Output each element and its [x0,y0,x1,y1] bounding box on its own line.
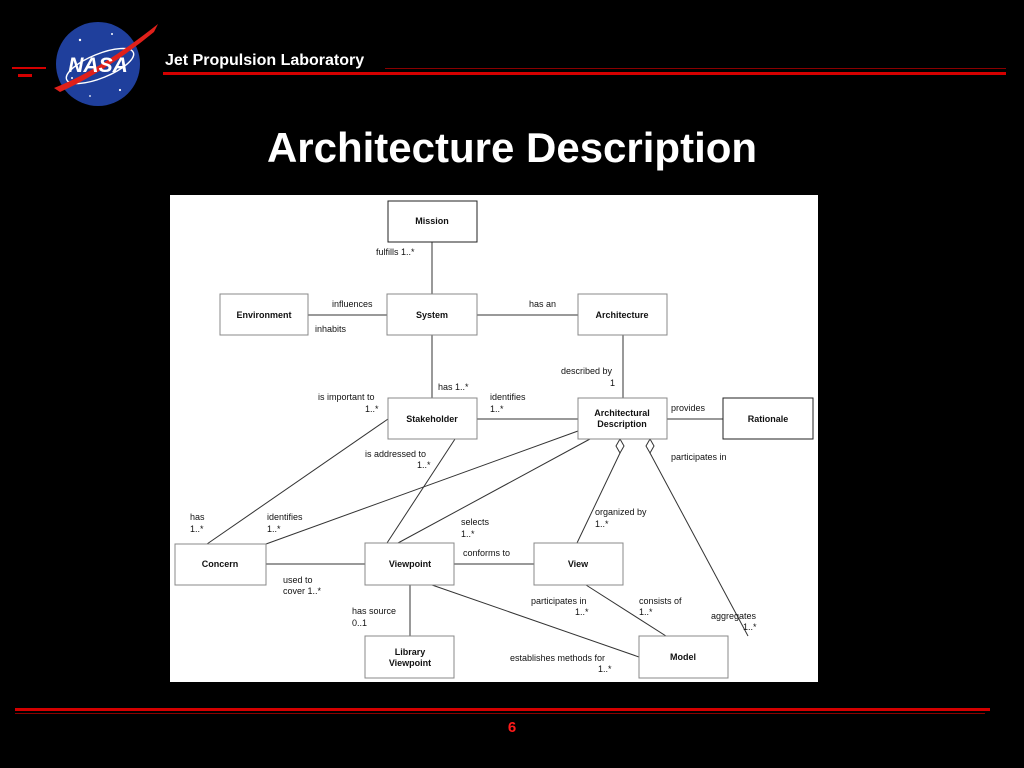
edge-ad-model [649,452,749,637]
label-identifies-concern-line2: 1..* [267,524,281,534]
label-selects-line2: 1..* [461,529,475,539]
node-architectural-description-line2: Description [597,419,647,429]
node-system: System [416,310,448,320]
node-model: Model [670,652,696,662]
label-organized-by-line2: 1..* [595,519,609,529]
edge-ad-concern [265,430,579,545]
node-architecture-box [577,293,668,336]
label-participates-in-ad: participates in [671,452,727,462]
node-mission-box [387,200,478,243]
node-concern-box [174,543,267,586]
label-aggregates-line1: aggregates [711,611,757,621]
label-identifies-stakeholder-line2: 1..* [490,404,504,414]
node-model-box [638,635,729,679]
label-participates-in-view-line2: 1..* [575,607,589,617]
architecture-diagram: Mission Environment System Architecture … [170,195,818,682]
label-used-to-cover-line1: used to [283,575,313,585]
label-has-stakeholder: has 1..* [438,382,469,392]
node-stakeholder-box [387,397,478,440]
node-ad-box [577,397,668,440]
label-consists-of-line1: consists of [639,596,682,606]
organization-label: Jet Propulsion Laboratory [165,52,365,69]
label-aggregates-line2: 1..* [743,622,757,632]
label-has-concern-line1: has [190,512,205,522]
node-architectural-description-line1: Architectural [594,408,650,418]
label-establishes-methods-line2: 1..* [598,664,612,674]
edge-stakeholder-concern [206,418,389,545]
label-has-source-line2: 0..1 [352,618,367,628]
label-is-addressed-to-line1: is addressed to [365,449,426,459]
label-described-by-line1: described by [561,366,613,376]
label-participates-in-view-line1: participates in [531,596,587,606]
node-viewpoint-box [364,542,455,586]
aggregation-diamond-model [645,437,655,455]
node-mission: Mission [415,216,449,226]
header-rule-thin [385,68,1006,69]
node-view: View [568,559,589,569]
slide-title: Architecture Description [266,124,758,171]
node-architecture: Architecture [595,310,648,320]
page-number: 6 [507,719,517,736]
node-library-viewpoint-line1: Library [395,647,426,657]
nasa-logo: NASA [54,22,158,106]
label-fulfills: fulfills 1..* [376,247,415,257]
node-environment: Environment [236,310,291,320]
diagram-canvas: Mission Environment System Architecture … [174,200,814,679]
aggregation-diamond-view [615,437,625,455]
label-is-addressed-to-line2: 1..* [417,460,431,470]
footer-rule [15,708,990,711]
node-environment-box [219,293,309,336]
edge-ad-viewpoint [397,438,591,544]
header-rule-left-short [18,74,32,77]
label-selects-line1: selects [461,517,490,527]
edge-ad-view [576,452,621,544]
label-organized-by-line1: organized by [595,507,647,517]
label-has-an: has an [529,299,556,309]
label-identifies-concern-line1: identifies [267,512,303,522]
footer-rule-thin [15,713,985,714]
label-is-important-to-line2: 1..* [365,404,379,414]
edge-stakeholder-viewpoint [386,438,456,544]
node-concern: Concern [202,559,239,569]
node-rationale-box [722,397,814,440]
header-rule-left [12,67,46,69]
node-library-viewpoint-line2: Viewpoint [389,658,431,668]
edge-viewpoint-model [431,584,640,658]
label-used-to-cover-line2: cover 1..* [283,586,322,596]
label-described-by-line2: 1 [610,378,615,388]
node-library-viewpoint-box [364,635,455,679]
edge-view-model [585,584,667,637]
label-has-concern-line2: 1..* [190,524,204,534]
label-consists-of-line2: 1..* [639,607,653,617]
label-identifies-stakeholder-line1: identifies [490,392,526,402]
logo-text: NASA [68,54,128,77]
node-rationale: Rationale [748,414,789,424]
label-provides: provides [671,403,706,413]
label-has-source-line1: has source [352,606,396,616]
label-conforms-to: conforms to [463,548,510,558]
node-view-box [533,542,624,586]
header-rule [163,72,1006,75]
label-influences: influences [332,299,373,309]
node-stakeholder: Stakeholder [406,414,458,424]
label-inhabits: inhabits [315,324,347,334]
label-is-important-to-line1: is important to [318,392,375,402]
node-system-box [386,293,478,336]
label-establishes-methods-line1: establishes methods for [510,653,605,663]
node-viewpoint: Viewpoint [389,559,431,569]
